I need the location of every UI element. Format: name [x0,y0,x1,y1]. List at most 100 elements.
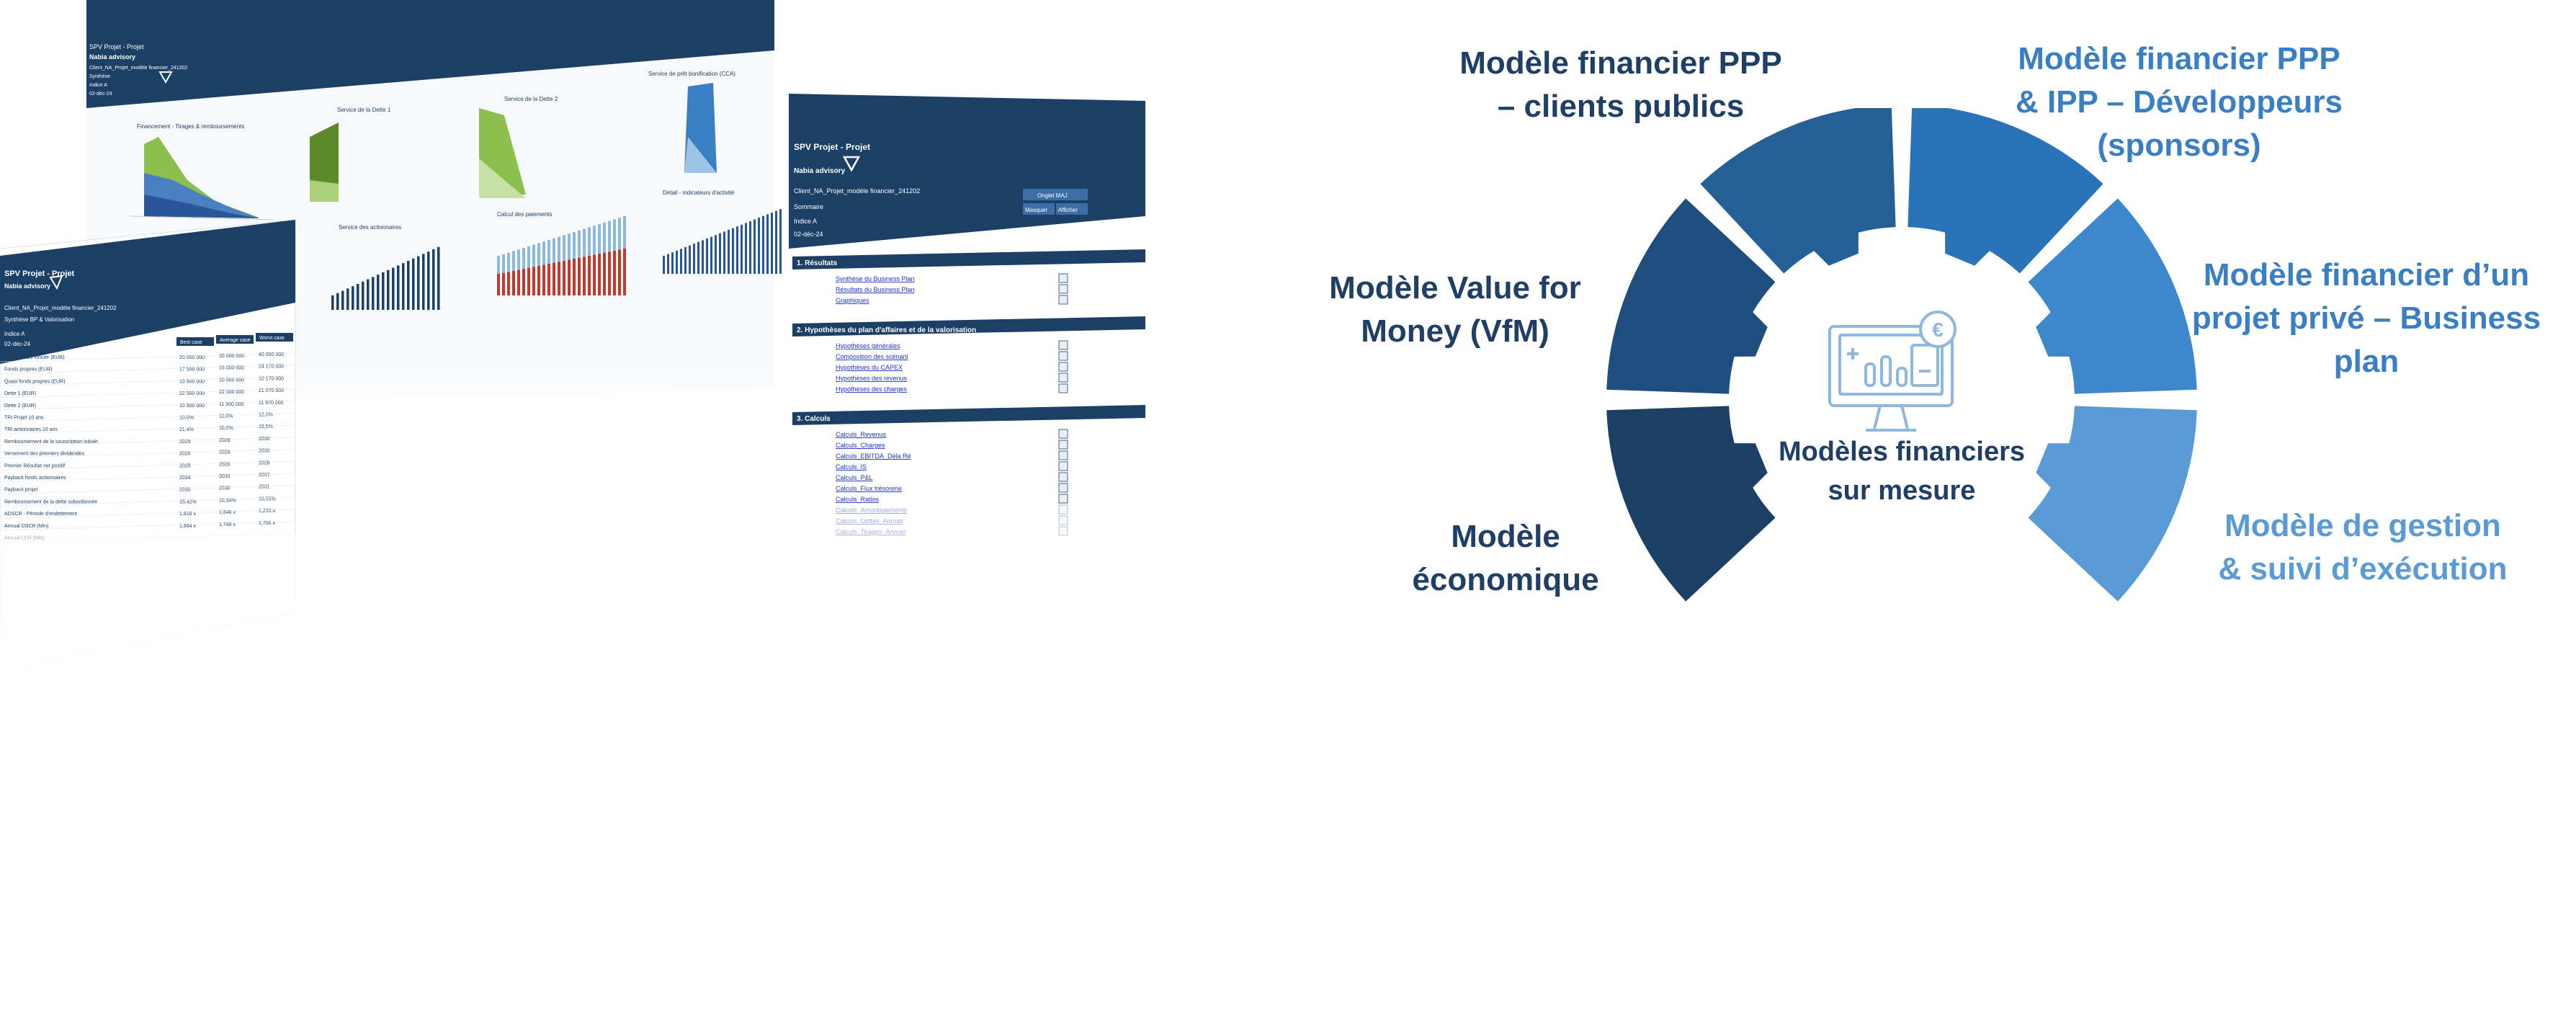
sommaire-checkbox[interactable] [1058,383,1068,393]
charts-sheet-header-line: Client_NA_Projet_modèle financier_241202 [89,66,187,71]
sommaire-checkbox[interactable] [1058,461,1068,471]
mini-bar [432,249,435,310]
sommaire-checkbox[interactable] [1058,373,1068,383]
mini-bar [676,250,678,274]
sommaire-sheet-file: Client_NA_Projet_modèle financier_241202 [794,187,920,195]
table-cell: 2025 [179,440,191,445]
sommaire-link[interactable]: Hypothèses du CAPEX [836,364,903,371]
sommaire-link[interactable]: Composition des scénarii [836,353,908,360]
table-cell: 40 000 000 [259,352,284,357]
sommaire-link[interactable]: Calculs_Revenus [836,431,887,438]
mini-bar [578,257,581,295]
sommaire-checkbox[interactable] [1058,362,1068,372]
sommaire-checkbox[interactable] [1058,483,1068,493]
mini-bar [512,270,515,295]
mini-bar [598,224,601,254]
table-row-divider [0,413,296,422]
center-title: Modèles financiers sur mesure [1750,432,2053,510]
table-cell: 2030 [259,449,270,454]
sommaire-checkbox[interactable] [1058,351,1068,361]
sommaire-checkbox[interactable] [1058,340,1068,350]
mini-bar [732,228,734,274]
sommaire-section-title: 2. Hypothèses du plan d'affaires et de l… [797,326,976,334]
sommaire-link[interactable]: Graphiques [836,297,869,304]
sommaire-sheet-button: Afficher [1058,207,1078,213]
sommaire-link[interactable]: Calculs_Charges [836,442,885,449]
mini-bar [702,240,704,274]
sommaire-checkbox[interactable] [1058,429,1068,439]
sommaire-link[interactable]: Hypothèses générales [836,342,900,349]
sommaire-link[interactable]: Synthèse du Business Plan [836,275,915,282]
sommaire-link[interactable]: Calculs_Ratios [836,496,880,503]
table-cell: 10 500 000 [179,404,205,409]
charts-sheet-header-line: Synthèse [89,74,110,79]
mini-bar [623,249,626,295]
mini-bar [671,252,674,274]
mini-bar [706,239,708,274]
mini-bar [331,295,334,310]
table-header-text: Average case [220,338,251,343]
table-row-label: Payback fonds actionnaires [4,476,66,481]
brand-triangle-icon [158,71,173,84]
mini-bar [422,254,425,310]
mini-chart-title: Service de prêt bonification (CCA) [648,71,735,77]
table-cell: 12,0% [259,413,273,418]
sommaire-link[interactable]: Calculs_P&L [836,474,873,481]
label-line: Modèle financier PPP [1459,45,1782,81]
sommaire-checkbox[interactable] [1058,440,1068,450]
label-line: Money (VfM) [1361,313,1549,349]
sommaire-link[interactable]: Résultats du Business Plan [836,286,915,293]
table-row-label: Dette 1 (EUR) [4,391,36,396]
label-line: projet privé – Business [2191,300,2541,336]
mini-area-chart-cca [684,83,717,173]
sommaire-link[interactable]: Hypothèses des charges [836,386,908,393]
mini-bar [558,236,560,262]
sommaire-checkbox[interactable] [1058,494,1068,504]
mini-bar [532,267,535,295]
mini-stacked-bar-chart-paiements [497,216,626,295]
synthese-sheet-brand: Nabia advisory [4,282,50,290]
mini-bar [527,267,530,295]
mini-bar [710,236,712,274]
mini-chart-title: Détail - indicateurs d'activité [663,190,735,196]
mini-bar [497,256,500,274]
table-row-divider [0,497,296,507]
sommaire-checkbox[interactable] [1058,450,1068,460]
mini-bar [618,249,621,295]
sommaire-checkbox[interactable] [1058,472,1068,482]
sommaire-sheet-section-label: Sommaire [794,203,823,210]
mini-bar [766,214,769,274]
sommaire-link[interactable]: Calculs_IS [836,463,867,471]
mini-bar [392,267,395,310]
label-line: plan [2333,344,2400,379]
table-row-divider [0,485,296,494]
sommaire-checkbox[interactable] [1058,273,1068,283]
label-line: (sponsors) [2097,128,2261,163]
mini-bar [502,254,505,273]
sommaire-checkbox[interactable] [1058,284,1068,294]
table-cell: 22 500 000 [179,391,205,396]
synthese-sheet-indice: Indice A [4,331,25,337]
mini-bar [507,272,510,295]
table-cell: 20 000 000 [179,355,205,360]
table-cell: 2026 [219,462,231,467]
label-gestion-suivi-execution: Modèle de gestion & suivi d’exécution [2183,504,2543,591]
table-cell: 2025 [179,463,191,468]
mini-bar [377,275,380,310]
mini-bar [573,259,576,295]
brand-triangle-icon [842,156,861,172]
label-line: économique [1412,562,1599,597]
sommaire-link[interactable]: Calculs_Flux trésorerie [836,485,902,492]
sommaire-checkbox[interactable] [1058,295,1068,305]
mini-bar [728,230,730,274]
table-cell: 11,0% [219,414,233,419]
charts-sheet-header-line: 02-déc-24 [89,92,112,97]
mini-bar [667,254,669,274]
label-line: Modèle de gestion [2224,508,2501,543]
table-cell: 2028 [219,438,231,443]
charts-sheet-header-line: Nabia advisory [89,53,135,61]
segment-gestion [2028,406,2197,602]
sommaire-link[interactable]: Hypothèses des revenus [836,375,908,382]
sommaire-link[interactable]: Calculs_EBITDA_Déla Ré [836,453,911,460]
table-cell: 11 970 000 [259,401,284,406]
